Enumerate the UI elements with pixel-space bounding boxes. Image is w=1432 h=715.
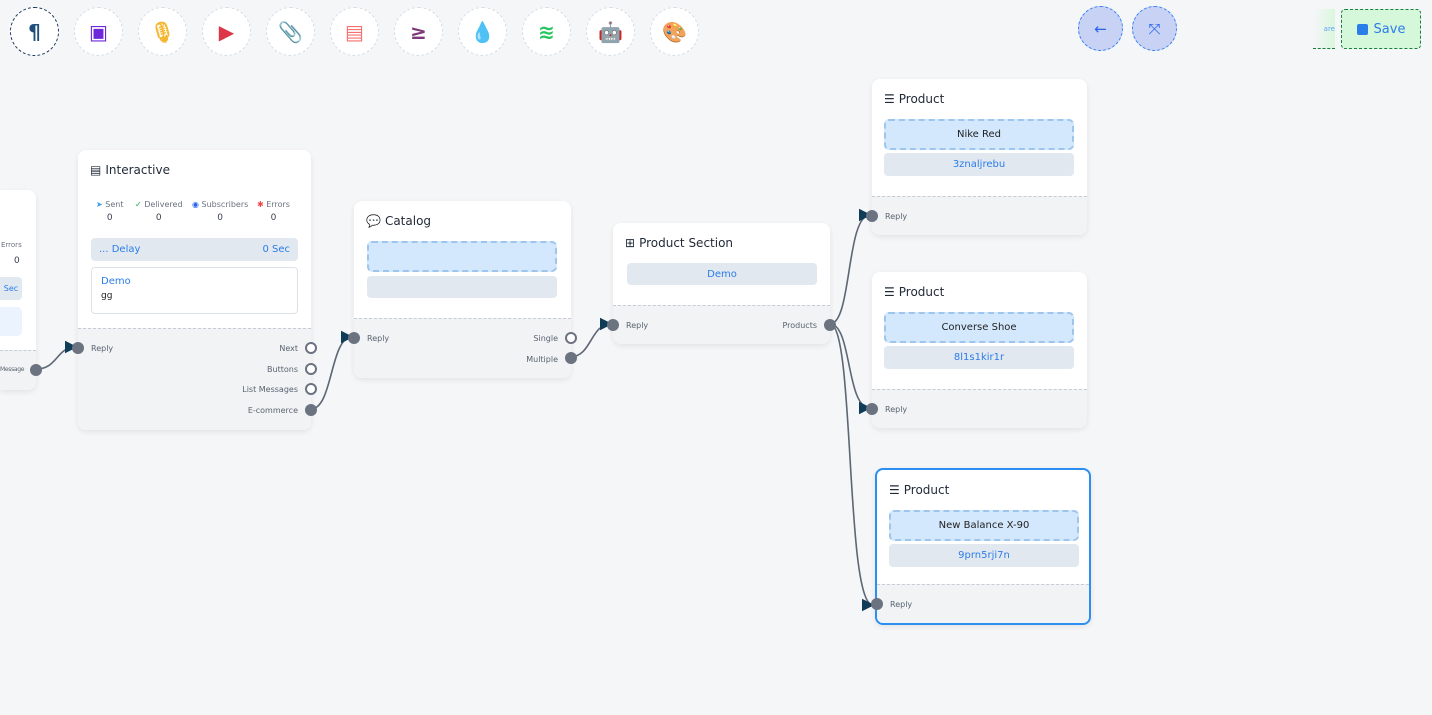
node-product-section[interactable]: ⊞Product Section Demo Reply Products (607, 223, 836, 344)
output-handle-list-messages[interactable] (305, 383, 317, 395)
compress-icon: ⤧ (1148, 19, 1161, 38)
product-id: 9prn5rji7n (889, 544, 1079, 567)
edge (829, 323, 872, 415)
arrow-left-icon: ← (1094, 19, 1107, 38)
output-handle-buttons[interactable] (305, 363, 317, 375)
paragraph-icon: ¶ (28, 19, 41, 44)
product-name[interactable]: New Balance X-90 (889, 510, 1079, 541)
paper-plane-icon: ➤ (96, 200, 103, 209)
catalog-item[interactable] (367, 241, 557, 272)
node-partial[interactable]: Errors 0 Sec Message (0, 190, 42, 390)
output-handle-single[interactable] (565, 332, 577, 344)
tool-button-palette[interactable]: 🎨 (650, 7, 699, 56)
newspaper-icon: ▤ (90, 163, 102, 177)
node-product[interactable]: ☰Product Nike Red 3znaljrebu Reply (866, 79, 1087, 235)
section-name[interactable]: Demo (627, 263, 817, 285)
bars-icon: ☰ (884, 92, 895, 106)
message-box[interactable]: Demo gg (91, 267, 298, 314)
input-handle[interactable] (866, 403, 878, 415)
back-button[interactable]: ← (1078, 6, 1123, 51)
robot-icon: 🤖 (598, 19, 623, 44)
tool-button-paragraph[interactable]: ¶ (10, 7, 59, 56)
delay-bar: Sec (0, 277, 22, 300)
output-handle[interactable] (30, 364, 42, 376)
edge (35, 340, 78, 370)
tool-button-droplet[interactable]: 💧 (458, 7, 507, 56)
newspaper-icon: ▤ (345, 19, 364, 44)
edge (829, 323, 875, 612)
youtube-icon: ▶ (218, 19, 235, 44)
input-handle[interactable] (866, 210, 878, 222)
output-handle-next[interactable] (305, 342, 317, 354)
catalog-id (367, 276, 557, 298)
tool-button-greater-equal[interactable]: ≥ (394, 7, 443, 56)
tool-button-paperclip[interactable]: 📎 (266, 7, 315, 56)
output-handle-multiple[interactable] (565, 352, 577, 364)
input-handle[interactable] (348, 332, 360, 344)
palette-icon: 🎨 (662, 19, 687, 44)
product-id: 3znaljrebu (884, 153, 1074, 176)
tool-button-newspaper[interactable]: ▤ (330, 7, 379, 56)
user-circle-icon: ◉ (192, 200, 199, 209)
tool-button-image[interactable]: ▣ (74, 7, 123, 56)
message-box (0, 307, 22, 336)
tool-button-microphone[interactable]: 🎙 (138, 7, 187, 56)
save-button[interactable]: Save (1341, 9, 1421, 49)
input-handle[interactable] (871, 598, 883, 610)
product-name[interactable]: Converse Shoe (884, 312, 1074, 343)
node-catalog[interactable]: 💬Catalog Reply Single Multiple (348, 201, 577, 378)
table-icon: ⊞ (625, 236, 636, 250)
edge (310, 330, 354, 410)
product-id: 8l1s1kir1r (884, 346, 1074, 369)
bars-icon: ☰ (884, 285, 895, 299)
comment-dots-icon: 💬 (366, 214, 381, 228)
input-handle[interactable] (72, 342, 84, 354)
tool-button-stack[interactable]: ≋ (522, 7, 571, 56)
check-circle-icon: ✓ (135, 200, 142, 209)
image-icon: ▣ (89, 19, 108, 44)
output-handle-products[interactable] (824, 319, 836, 331)
fit-view-button[interactable]: ⤧ (1132, 6, 1177, 51)
hidden-button[interactable]: are (1313, 9, 1335, 49)
floppy-disk-icon (1356, 23, 1368, 35)
microphone-icon: 🎙 (149, 19, 176, 44)
tool-button-youtube[interactable]: ▶ (202, 7, 251, 56)
greater-equal-icon: ≥ (410, 19, 427, 44)
bug-icon: ✱ (257, 200, 264, 209)
tool-button-robot[interactable]: 🤖 (586, 7, 635, 56)
edge (829, 208, 872, 325)
input-handle[interactable] (607, 319, 619, 331)
product-name[interactable]: Nike Red (884, 119, 1074, 150)
stack-icon: ≋ (538, 19, 555, 44)
node-product[interactable]: ☰Product New Balance X-90 9prn5rji7n Rep… (871, 468, 1091, 625)
droplet-icon: 💧 (470, 19, 495, 44)
node-product[interactable]: ☰Product Converse Shoe 8l1s1kir1r Reply (866, 272, 1087, 428)
paperclip-icon: 📎 (278, 19, 303, 44)
output-handle-ecommerce[interactable] (305, 404, 317, 416)
bars-icon: ☰ (889, 483, 900, 497)
